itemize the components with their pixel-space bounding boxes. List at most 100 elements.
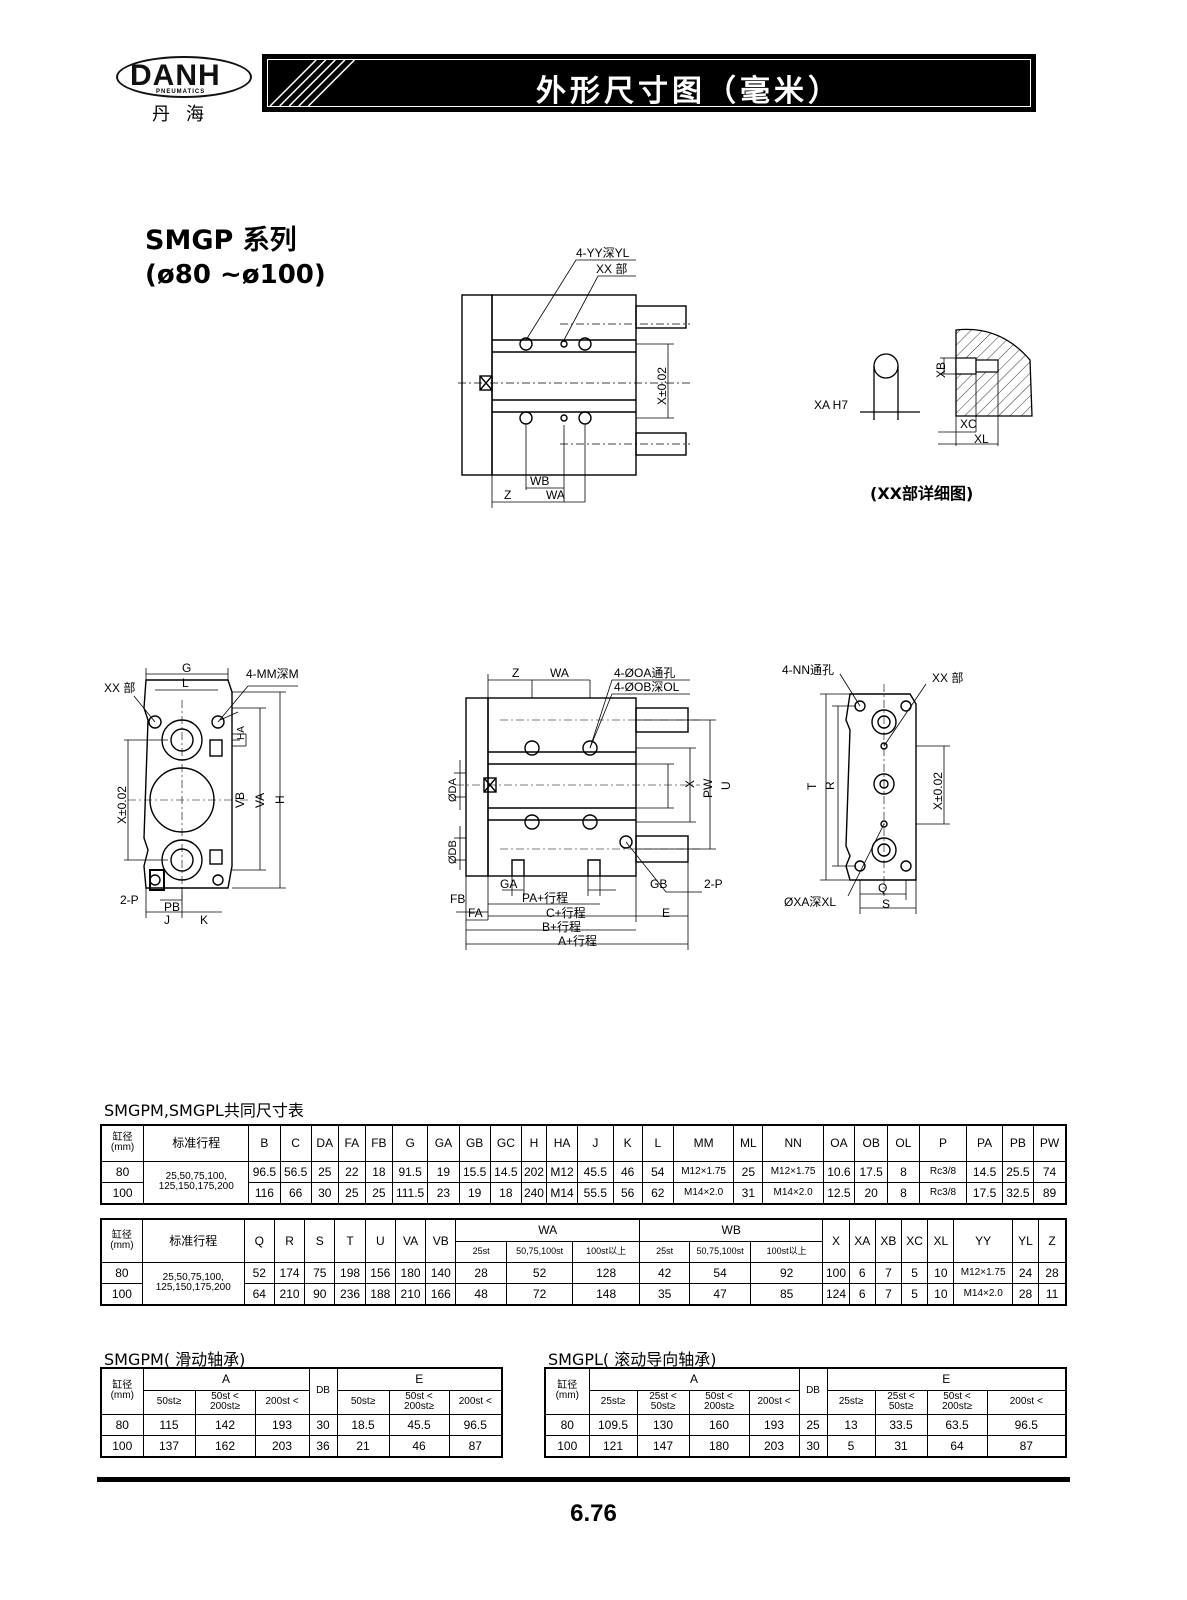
value-cell: 66 — [279, 1181, 312, 1204]
col-header: U — [364, 1218, 396, 1263]
label-x: X — [683, 780, 697, 788]
value-cell: 121 — [588, 1434, 638, 1457]
table-row: 100 121 147 180 203 30 5 31 64 87 — [544, 1434, 1067, 1457]
col-header: XB — [874, 1218, 903, 1263]
value-cell: 25 — [337, 1181, 366, 1204]
bore-cell: 80 — [100, 1413, 144, 1436]
value-cell: 52 — [505, 1261, 574, 1284]
value-cell: 7 — [874, 1261, 903, 1284]
label-z: Z — [512, 666, 519, 680]
stroke-header: 标准行程 — [143, 1124, 250, 1162]
value-cell: 25.5 — [1001, 1160, 1035, 1183]
value-cell: M12×1.75 — [672, 1160, 735, 1183]
table4-title: SMGPL( 滚动导向轴承) — [548, 1350, 717, 1369]
value-cell: 18.5 — [336, 1413, 390, 1436]
label-gb: GB — [650, 877, 667, 891]
value-cell: 31 — [874, 1434, 928, 1457]
value-cell: 10.6 — [822, 1160, 856, 1183]
table-row: 80 109.5 130 160 193 25 13 33.5 63.5 96.… — [544, 1413, 1067, 1436]
value-cell: 54 — [689, 1261, 751, 1284]
label-ga: GA — [500, 877, 517, 891]
value-cell: 96.5 — [248, 1160, 281, 1183]
value-cell: 46 — [612, 1160, 643, 1183]
value-cell: 32.5 — [1001, 1181, 1035, 1204]
sub-header: 200st < — [254, 1389, 310, 1415]
label-a-stroke: A+行程 — [558, 933, 597, 948]
label-xa-h7: XA H7 — [814, 398, 848, 412]
col-header: B — [248, 1124, 281, 1162]
label-u: U — [719, 781, 733, 790]
value-cell: 45.5 — [577, 1160, 614, 1183]
value-cell: M14 — [545, 1181, 579, 1204]
value-cell: 180 — [394, 1261, 427, 1284]
title-bar: 外形尺寸图（毫米） — [262, 54, 1036, 112]
label-fb: FB — [450, 892, 465, 906]
value-cell: 174 — [273, 1261, 306, 1284]
table-row: 100 64 210 90 236 188 210 166 48 72 148 … — [100, 1282, 1067, 1305]
bore-header: 缸径(mm) — [100, 1367, 144, 1415]
sub-header: 25st — [638, 1240, 691, 1263]
sub-header: 100st以上 — [749, 1240, 824, 1263]
col-header: J — [577, 1124, 614, 1162]
label-4-nn-hole: 4-NN通孔 — [782, 663, 834, 677]
table1-title: SMGPM,SMGPL共同尺寸表 — [104, 1101, 304, 1120]
value-cell: 5 — [901, 1261, 929, 1284]
sub-header: 200st < — [986, 1389, 1067, 1415]
value-cell: 100 — [822, 1261, 850, 1284]
end-view-drawing: 4-NN通孔 XX 部 T R X±0.02 Q ØXA深XL S — [782, 663, 963, 914]
col-header: YY — [953, 1218, 1013, 1263]
a-header: A — [142, 1367, 310, 1391]
bore-header: 缸径(mm) — [100, 1218, 143, 1263]
label-z: Z — [504, 488, 511, 502]
label-b-stroke: B+行程 — [542, 919, 581, 934]
value-cell: 19 — [427, 1160, 460, 1183]
value-cell: 15.5 — [458, 1160, 491, 1183]
col-header: XA — [848, 1218, 876, 1263]
value-cell: 193 — [254, 1413, 310, 1436]
value-cell: 24 — [1011, 1261, 1040, 1284]
a-header: A — [588, 1367, 800, 1391]
wb-header: WB — [638, 1218, 824, 1242]
front-view-drawing: G L XX 部 4-MM深ML HA X±0.02 VB VA H 2-P P… — [104, 661, 298, 925]
col-header: HA — [545, 1124, 579, 1162]
bore-header: 缸径(mm) — [100, 1124, 145, 1162]
value-cell: 55.5 — [577, 1181, 614, 1204]
col-header: PB — [1001, 1124, 1035, 1162]
label-xc: XC — [960, 417, 977, 431]
label-xx-part: XX 部 — [596, 261, 627, 276]
value-cell: 162 — [194, 1434, 256, 1457]
value-cell: 193 — [748, 1413, 800, 1436]
value-cell: 96.5 — [986, 1413, 1067, 1436]
value-cell: 148 — [572, 1282, 640, 1305]
value-cell: Rc3/8 — [918, 1181, 968, 1204]
label-4-mm-ml: 4-MM深ML — [246, 667, 298, 681]
col-header: GB — [458, 1124, 491, 1162]
label-xb: XB — [934, 362, 948, 378]
label-pb: PB — [164, 900, 180, 914]
bore-header: 缸径(mm) — [544, 1367, 590, 1415]
bore-cell: 80 — [544, 1413, 590, 1436]
value-cell: 12.5 — [822, 1181, 856, 1204]
value-cell: 6 — [848, 1261, 876, 1284]
value-cell: M12 — [545, 1160, 579, 1183]
value-cell: 147 — [636, 1434, 690, 1457]
col-header: VA — [394, 1218, 427, 1263]
logo-text: DANH — [130, 59, 221, 92]
label-wa: WA — [550, 666, 569, 680]
value-cell: 25 — [364, 1181, 393, 1204]
value-cell: 160 — [688, 1413, 750, 1436]
col-header: DA — [310, 1124, 339, 1162]
col-header: FA — [337, 1124, 366, 1162]
col-header: XC — [901, 1218, 929, 1263]
value-cell: M14×2.0 — [953, 1282, 1013, 1305]
series-range: (ø80 ~ø100) — [145, 260, 326, 290]
label-q: Q — [878, 881, 887, 895]
value-cell: 28 — [455, 1261, 507, 1284]
e-header: E — [826, 1367, 1067, 1391]
value-cell: 13 — [826, 1413, 876, 1436]
table-row: 80 25,50,75,100,125,150,175,200 52 174 7… — [100, 1261, 1067, 1305]
value-cell: 8 — [887, 1160, 920, 1183]
bore-cell: 80 — [100, 1261, 143, 1284]
label-e: E — [662, 906, 670, 920]
label-vb: VB — [233, 792, 247, 808]
